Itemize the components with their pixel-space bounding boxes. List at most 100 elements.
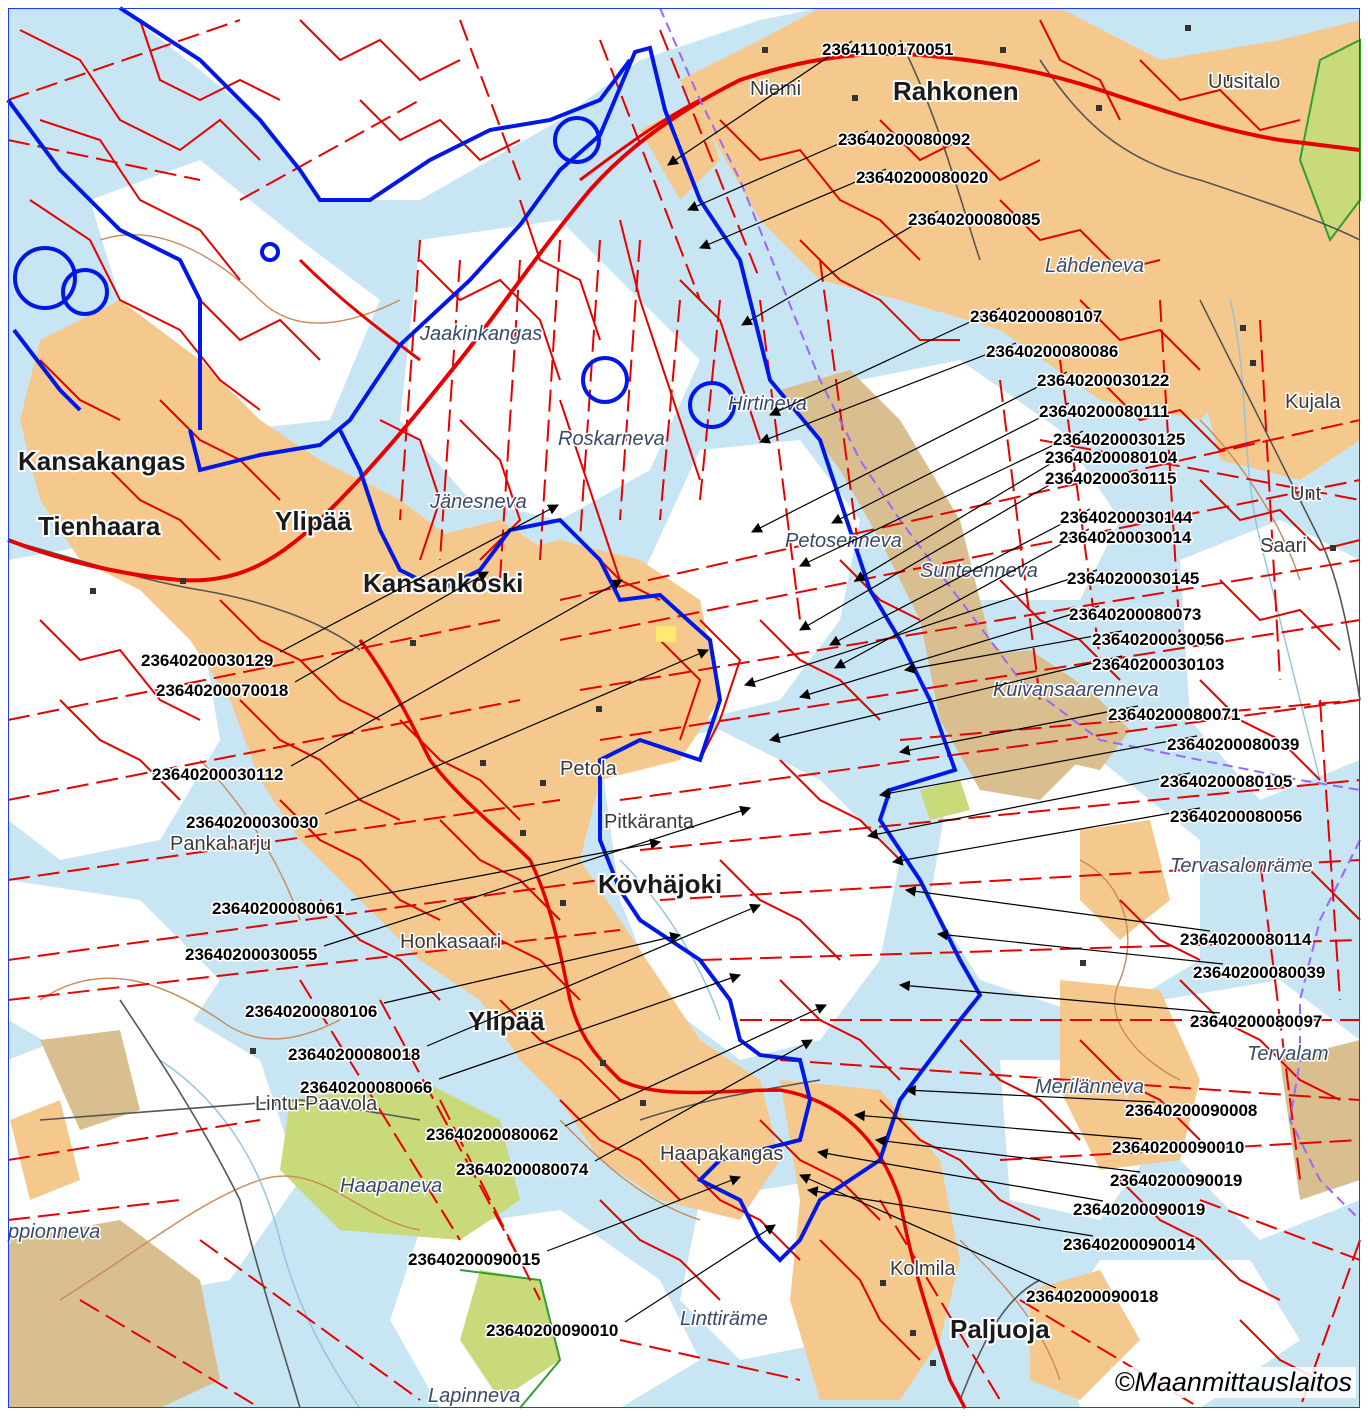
buildings [90, 25, 1336, 1366]
parcel-id-label: 23640200030115 [1045, 469, 1176, 488]
place-label: Kolmila [890, 1258, 956, 1280]
leader-arrow [769, 307, 1001, 416]
place-label: Paljuoja [950, 1314, 1050, 1344]
parcel-id-label: 23640200080086 [986, 342, 1118, 361]
marker-area [656, 626, 676, 642]
leader-arrow [294, 571, 489, 683]
parcel-id-label: 23640200090014 [1063, 1235, 1196, 1254]
parcel-id-label: 23640200090018 [1026, 1287, 1158, 1306]
leader-arrow [806, 1186, 1094, 1237]
leader-arrow [834, 528, 1090, 669]
parcel-id-label: 23640200090010 [1112, 1138, 1244, 1157]
parcel-id-label: 23640200070018 [156, 681, 288, 700]
leader-arrow [546, 1175, 742, 1252]
place-label: Honkasaari [400, 931, 501, 953]
parcel-id-label: 23640200090015 [408, 1250, 540, 1269]
place-label: Merilänneva [1035, 1076, 1144, 1098]
place-label: Kansakangas [18, 446, 186, 476]
parcel-id-label: 23640200080111 [1039, 402, 1170, 421]
parcel-id-label: 23640200080114 [1180, 930, 1312, 949]
place-label: Kujala [1285, 391, 1341, 413]
parcel-id-label: 23640200030129 [141, 651, 273, 670]
roads [7, 39, 1361, 1409]
municipal-border [659, 7, 1361, 1221]
contour-lines [39, 234, 1301, 1381]
place-label: Jänesneva [429, 491, 527, 513]
leader-arrow [904, 1085, 1156, 1103]
place-label: Kövhäjoki [598, 869, 722, 899]
parcel-id-label: 23640200080071 [1108, 705, 1240, 724]
leader-arrow [383, 931, 682, 1004]
place-label: Jaakinkangas [419, 323, 542, 345]
leader-arrow [324, 648, 709, 815]
leader-arrow [903, 630, 1123, 674]
leader-arrow [350, 838, 662, 901]
leader-arrow [898, 705, 1139, 756]
place-label: Haapakangas [660, 1143, 783, 1165]
leader-arrows [279, 40, 1224, 1323]
leader-arrow [854, 448, 1076, 582]
parcel-id-label: 23640200080092 [838, 130, 970, 149]
place-label: Ylipää [275, 506, 352, 536]
leader-arrow [743, 569, 1098, 688]
place-label: Rahkonen [893, 76, 1019, 106]
leader-arrow [751, 371, 1068, 533]
place-label: ppionneva [7, 1221, 100, 1243]
place-label: Linttiräme [680, 1308, 768, 1330]
parcel-id-label: 23640200080056 [1170, 807, 1302, 826]
wetland-areas [280, 40, 1360, 1400]
protected-area-border [459, 1269, 562, 1409]
parcel-id-label: 23641100170051 [822, 40, 953, 59]
place-label: Unt [1290, 483, 1322, 505]
leader-arrow [874, 1135, 1141, 1173]
parcel-id-label: 23640200030145 [1067, 569, 1199, 588]
parcel-id-label: 23640200080074 [456, 1160, 589, 1179]
place-label: Tervalam [1247, 1043, 1329, 1065]
leader-arrow [891, 807, 1201, 866]
leader-arrow [594, 1039, 813, 1162]
leader-arrow [798, 605, 1100, 700]
place-label: Petola [560, 758, 618, 780]
parcel-labels: 23641100170051 23640200080092 236402000800… [140, 39, 1327, 1342]
parcel-id-label: 23640200080104 [1045, 448, 1178, 467]
parcel-id-label: 23640200080105 [1160, 772, 1292, 791]
place-label: Saari [1260, 535, 1307, 557]
leader-arrow [741, 210, 939, 326]
leader-arrow [564, 1004, 827, 1127]
parcel-id-label: 23640200080039 [1167, 735, 1299, 754]
field-areas [10, 8, 1360, 1400]
parcel-id-label: 23640200030055 [185, 945, 317, 964]
place-label: Lapinneva [428, 1385, 520, 1407]
parcel-id-label: 23640200030056 [1092, 630, 1224, 649]
parcel-id-label: 23640200030103 [1092, 655, 1224, 674]
leader-arrow [699, 168, 887, 250]
place-label: Niemi [750, 78, 801, 100]
parcel-id-label: 23640200030122 [1037, 371, 1169, 390]
parcel-id-label: 23640200080039 [1193, 963, 1325, 982]
leader-arrow [878, 735, 1198, 799]
parcel-id-label: 23640200090019 [1073, 1200, 1205, 1219]
parcel-id-label: 23640200090008 [1125, 1101, 1257, 1120]
place-label: Ylipää [468, 1006, 545, 1036]
parcel-id-label: 23640200080018 [288, 1045, 420, 1064]
leader-arrow [323, 805, 752, 947]
parcel-id-label: 23640200090010 [486, 1321, 618, 1340]
parcel-id-label: 23640200030112 [152, 765, 283, 784]
leader-arrow [279, 504, 559, 653]
leader-arrow [829, 508, 1091, 646]
place-label: Haapaneva [340, 1175, 442, 1197]
parcel-id-label: 23640200030125 [1053, 430, 1185, 449]
parcel-id-label: 23640200030144 [1060, 508, 1193, 527]
leader-arrow [816, 1148, 1104, 1202]
project-boundary [6, 6, 983, 1263]
leader-arrow [866, 772, 1191, 840]
parcel-id-label: 23640200080066 [300, 1078, 432, 1097]
parcel-id-label: 23640200080062 [426, 1125, 558, 1144]
place-label: Lähdeneva [1045, 255, 1144, 277]
leader-arrow [853, 1110, 1143, 1140]
leader-arrow [768, 655, 1123, 743]
parcel-id-label: 23640200030014 [1059, 528, 1192, 547]
